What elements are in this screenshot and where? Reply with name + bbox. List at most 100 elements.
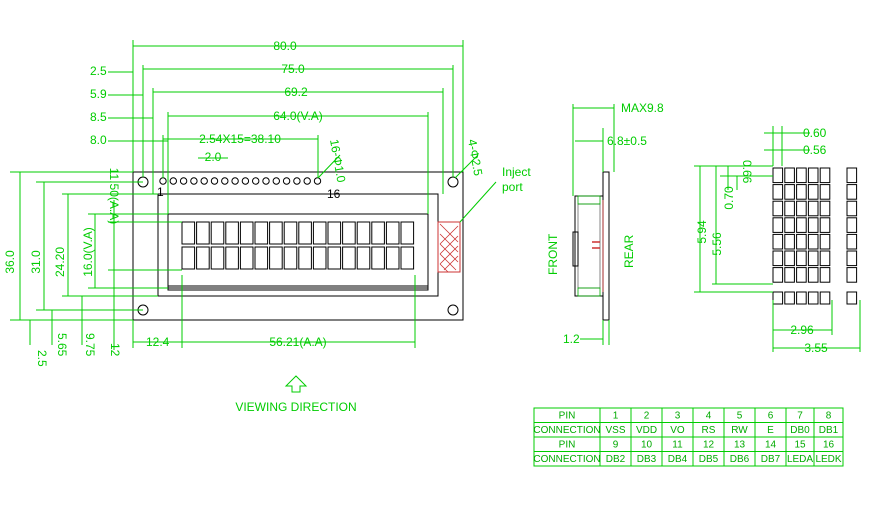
cursor-dot [807, 291, 819, 305]
char-dot [807, 167, 819, 184]
character-cell [298, 221, 312, 245]
char-dot [807, 233, 819, 250]
front-view: 80.0 75.0 69.2 64.0(V.A) 2.54X15=38.10 2… [3, 39, 531, 367]
pin-hole [272, 177, 280, 185]
pin-table-cell: PIN [559, 411, 576, 422]
dim-0-60: 0.60 [803, 126, 827, 140]
char-dot [796, 267, 807, 283]
pin-table-cell: 6 [768, 411, 774, 422]
pin-table-cell: LEDA [787, 454, 813, 465]
character-cell [385, 221, 400, 245]
char-dot [784, 200, 795, 217]
char-dot [819, 184, 831, 200]
char-dot [772, 250, 784, 267]
char-dot [784, 184, 795, 200]
cursor-dot [819, 291, 831, 305]
pin-hole [190, 177, 198, 185]
inject-port-label-1: Inject [502, 165, 531, 179]
viewing-direction: VIEWING DIRECTION [235, 375, 357, 414]
pin-hole [313, 177, 322, 185]
side-pcb [602, 171, 610, 321]
character-cell [385, 246, 400, 270]
character-cell [371, 221, 385, 245]
character-cell [298, 246, 312, 270]
char-dot [807, 200, 819, 217]
char-dot [784, 217, 795, 233]
pin-table-cell: DB6 [730, 454, 750, 465]
char-dot [807, 250, 819, 267]
pin-label-16: 16 [327, 187, 341, 201]
next-cursor-dot [846, 291, 858, 305]
pin-hole [303, 177, 311, 185]
pin-table-cell: RW [731, 425, 748, 436]
dim-0-56: 0.56 [803, 143, 827, 157]
dim-mount-holes: 4-Φ2.5 [465, 138, 485, 177]
dim-6-8: 6.8±0.5 [607, 134, 647, 148]
character-cell [312, 221, 327, 245]
next-char-dot [846, 267, 858, 283]
character-cell [283, 246, 298, 270]
mount-hole-tr [447, 176, 459, 188]
pin-table-cell: 7 [797, 411, 803, 422]
char-dot [772, 267, 784, 283]
viewing-area [167, 213, 429, 289]
character-cell [254, 246, 269, 270]
pin-table-cell: 8 [826, 411, 832, 422]
dim-69-2: 69.2 [284, 85, 308, 99]
character-detail: 0.60 0.56 0.66 0.70 5.56 5.94 2.96 3.55 [694, 126, 861, 355]
character-cell [269, 246, 283, 270]
side-rear-label: REAR [622, 234, 636, 268]
dim-0-70: 0.70 [722, 186, 736, 210]
pin-table-cell: 1 [613, 411, 619, 422]
pin-table-cell: VSS [605, 425, 625, 436]
character-cell [181, 246, 196, 270]
character-cell [239, 246, 254, 270]
dim-5-56: 5.56 [710, 232, 724, 256]
pin-table-cell: VDD [636, 425, 657, 436]
char-dot [807, 184, 819, 200]
character-cell [356, 221, 371, 245]
char-dot [819, 233, 831, 250]
inject-port [437, 221, 461, 273]
dim-b-9-75: 9.75 [83, 333, 97, 357]
char-dot [807, 217, 819, 233]
character-cell [400, 246, 415, 270]
char-dot [796, 167, 807, 184]
pin-label-1: 1 [157, 185, 164, 199]
pin-hole [252, 177, 260, 185]
pin-table-cell: DB0 [790, 425, 810, 436]
pin-table-cell: 15 [794, 440, 806, 451]
character-cell [269, 221, 283, 245]
char-dot [784, 250, 795, 267]
pin-table-cell: 3 [675, 411, 681, 422]
dim-pin-spacing: 2.0 [205, 150, 222, 164]
char-dot [784, 267, 795, 283]
next-char-dot [846, 167, 858, 184]
dim-3-55: 3.55 [804, 341, 828, 355]
next-char-dot [846, 217, 858, 233]
char-dot [772, 217, 784, 233]
pin-table-cell: 2 [644, 411, 650, 422]
character-cell [225, 246, 239, 270]
pin-table-cell: 13 [734, 440, 746, 451]
dim-11-5-aa: 11.50(A.A) [107, 168, 121, 224]
character-cell [239, 221, 254, 245]
pin-table-cell: 4 [706, 411, 712, 422]
pin-table-cell: CONNECTION [533, 454, 600, 465]
character-cell [210, 246, 225, 270]
dim-16-va: 16.0(V.A) [81, 227, 95, 277]
pin-table-cell: DB5 [699, 454, 719, 465]
char-dot [796, 184, 807, 200]
viewing-direction-label: VIEWING DIRECTION [235, 400, 356, 414]
pin-table-cell: 5 [737, 411, 743, 422]
dim-max-9-8: MAX9.8 [621, 101, 664, 115]
char-dot [772, 233, 784, 250]
character-cell [327, 221, 342, 245]
pin-hole [262, 177, 270, 185]
character-cell [342, 221, 356, 245]
next-char-dot [846, 233, 858, 250]
pin-table-cell: LEDK [815, 454, 841, 465]
side-front-label: FRONT [546, 233, 560, 275]
character-cell [356, 246, 371, 270]
